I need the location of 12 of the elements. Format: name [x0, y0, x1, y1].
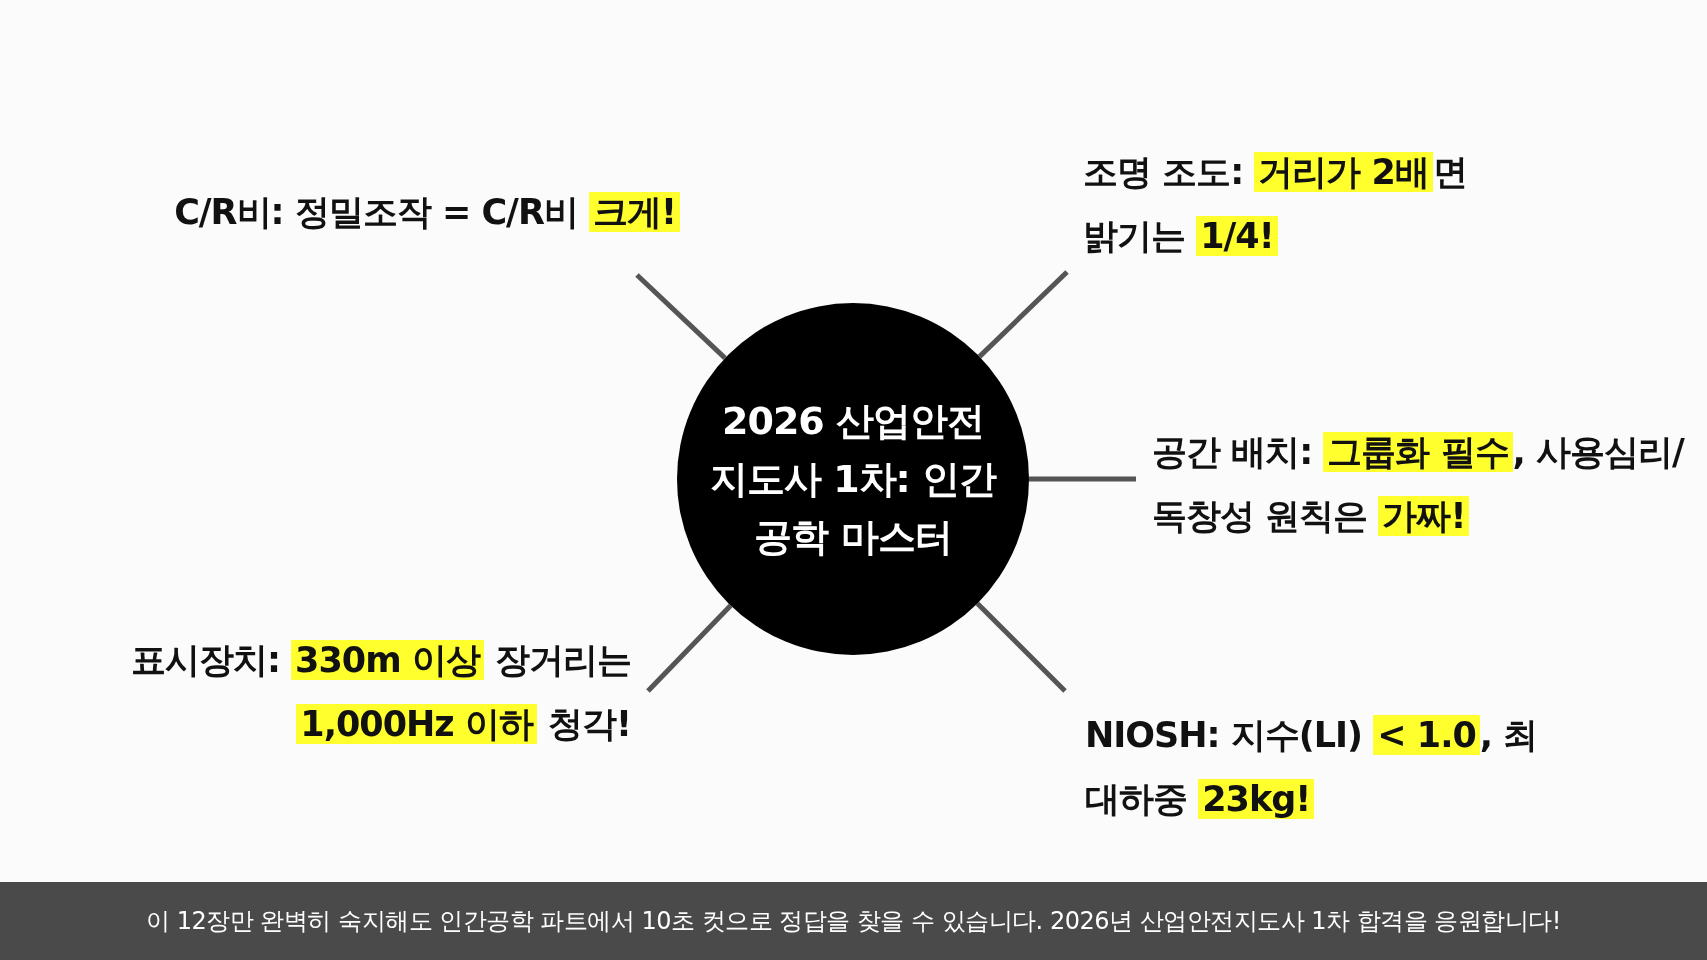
- connector-line: [975, 601, 1067, 693]
- note-text: 표시장치: 330m 이상 장거리는 1,000Hz 이하 청각!: [60, 628, 648, 768]
- connector-line: [977, 270, 1069, 359]
- note-text: 공간 배치: 그룹화 필수, 사용심리/독창성 원칙은 가짜!: [1136, 420, 1696, 552]
- connector-line: [1029, 476, 1136, 482]
- caption-text: 이 12장만 완벽히 숙지해도 인간공학 파트에서 10초 컷으로 정답을 찾을 수 있습니다. 2026년 산업안전지도사 1차 합격을 응원합니다!: [146, 906, 1561, 937]
- note-text: 조명 조도: 거리가 2배면 밝기는 1/4!: [1067, 140, 1487, 272]
- center-circle: 2026 산업안전지도사 1차: 인간공학 마스터: [677, 303, 1029, 655]
- note-text: C/R비: 정밀조작 = C/R비 크게!: [120, 180, 690, 275]
- connector-line: [646, 603, 733, 693]
- note-text: NIOSH: 지수(LI) < 1.0, 최대하중 23kg!: [1065, 691, 1545, 831]
- connector-line: [635, 273, 727, 360]
